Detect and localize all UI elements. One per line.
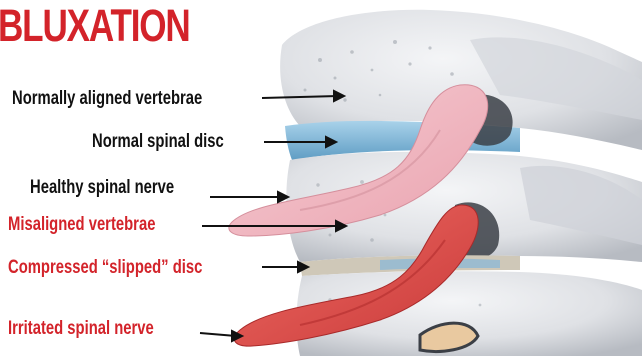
label-normal-vertebrae: Normally aligned vertebrae bbox=[12, 88, 202, 110]
label-compressed-disc: Compressed “slipped” disc bbox=[8, 257, 202, 279]
label-irritated-nerve: Irritated spinal nerve bbox=[8, 318, 154, 340]
label-normal-disc: Normal spinal disc bbox=[92, 131, 224, 153]
label-healthy-nerve: Healthy spinal nerve bbox=[30, 177, 174, 199]
diagram-title: BLUXATION bbox=[0, 2, 190, 50]
label-misaligned-vertebrae: Misaligned vertebrae bbox=[8, 214, 155, 236]
